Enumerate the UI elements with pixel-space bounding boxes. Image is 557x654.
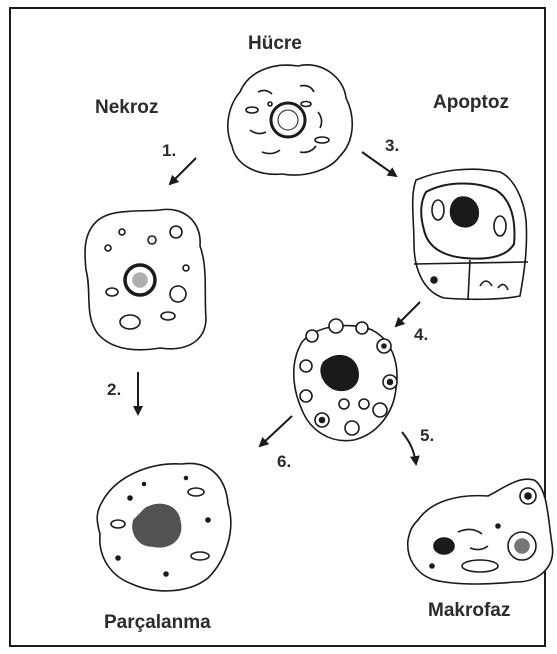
step-6-label: 6. xyxy=(277,452,291,472)
step-4-label: 4. xyxy=(414,325,428,345)
label-macrophage: Makrofaz xyxy=(428,600,510,622)
arrow-1 xyxy=(170,158,196,184)
label-cell: Hücre xyxy=(248,33,302,55)
macrophage-cell xyxy=(408,479,553,584)
apoptotic-bodies xyxy=(294,319,397,441)
fragmenting-cell xyxy=(97,463,231,590)
step-1-label: 1. xyxy=(162,141,176,161)
necrotic-cell xyxy=(85,209,206,349)
normal-cell xyxy=(228,65,352,175)
step-2-label: 2. xyxy=(107,380,121,400)
label-fragmentation: Parçalanma xyxy=(104,612,211,634)
apoptotic-cell xyxy=(413,169,528,300)
step-3-label: 3. xyxy=(385,136,399,156)
arrow-4 xyxy=(396,302,420,326)
label-apoptosis: Apoptoz xyxy=(433,92,509,114)
arrow-6 xyxy=(260,416,292,446)
step-5-label: 5. xyxy=(420,426,434,446)
arrow-5 xyxy=(402,432,416,464)
label-necrosis: Nekroz xyxy=(95,97,158,119)
